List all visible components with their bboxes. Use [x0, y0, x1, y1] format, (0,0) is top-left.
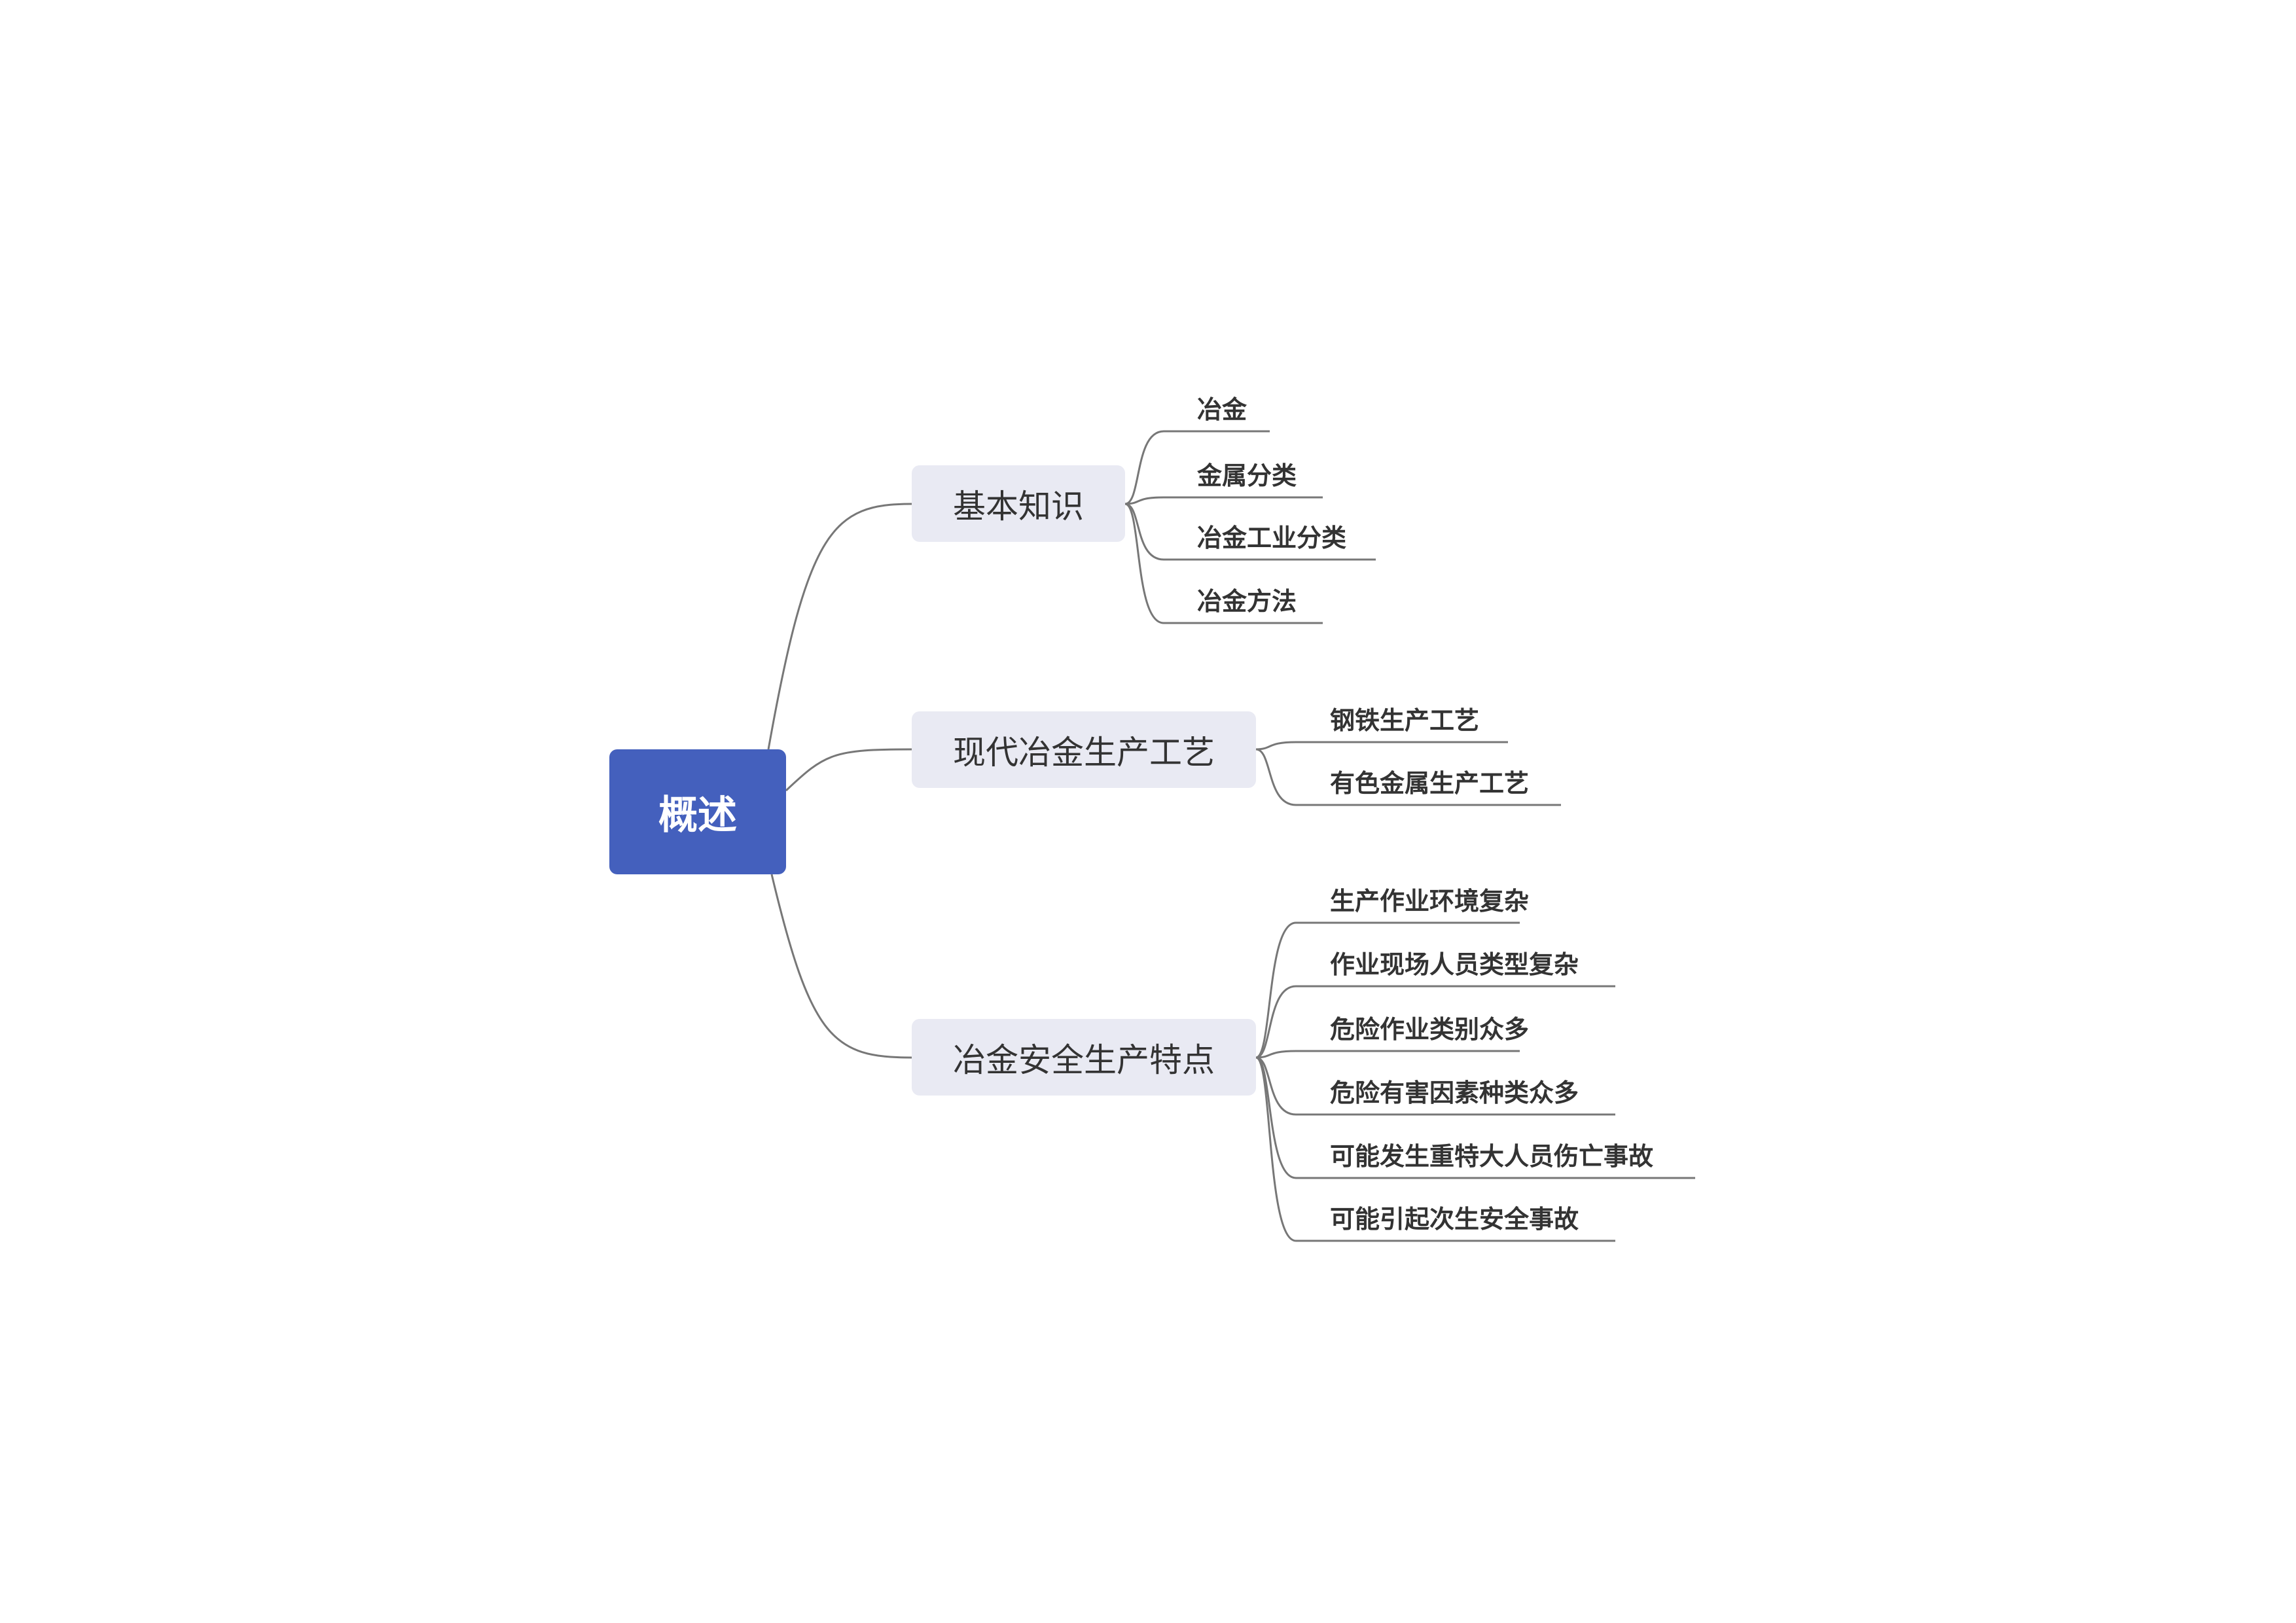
leaf-node[interactable]: 可能引起次生安全事故 — [1330, 1205, 1579, 1234]
leaf-node[interactable]: 冶金 — [1197, 395, 1247, 424]
leaf-connector-0-0 — [1124, 430, 1270, 505]
leaf-connector-0-3 — [1124, 503, 1323, 624]
leaf-connector-2-0 — [1255, 921, 1520, 1059]
leaf-connector-0-1 — [1124, 496, 1323, 505]
leaf-node[interactable]: 钢铁生产工艺 — [1330, 706, 1480, 735]
leaf-connector-2-5 — [1255, 1056, 1615, 1242]
root-connector-0 — [767, 503, 912, 750]
leaf-connector-0-2 — [1124, 503, 1376, 561]
branch-node-safety-features[interactable]: 冶金安全生产特点 — [912, 1019, 1256, 1096]
branch-node-basic-knowledge[interactable]: 基本知识 — [912, 465, 1125, 542]
leaf-node[interactable]: 冶金方法 — [1197, 587, 1297, 616]
leaf-node[interactable]: 有色金属生产工艺 — [1330, 769, 1530, 798]
root-connector-1 — [785, 748, 912, 792]
root-connector-2 — [770, 874, 912, 1059]
leaf-node[interactable]: 危险作业类别众多 — [1330, 1015, 1530, 1044]
leaf-node[interactable]: 生产作业环境复杂 — [1330, 887, 1530, 916]
root-node[interactable]: 概述 — [609, 749, 786, 874]
leaf-connector-1-1 — [1255, 748, 1561, 806]
leaf-node[interactable]: 可能发生重特大人员伤亡事故 — [1330, 1142, 1654, 1171]
leaf-node[interactable]: 金属分类 — [1197, 461, 1297, 490]
leaf-connector-1-0 — [1255, 741, 1508, 751]
branch-node-modern-process[interactable]: 现代冶金生产工艺 — [912, 711, 1256, 788]
leaf-node[interactable]: 危险有害因素种类众多 — [1330, 1079, 1579, 1107]
leaf-connector-2-3 — [1255, 1056, 1615, 1116]
leaf-connector-2-2 — [1255, 1050, 1520, 1059]
leaf-node[interactable]: 冶金工业分类 — [1197, 524, 1347, 552]
leaf-connector-2-1 — [1255, 985, 1615, 1059]
leaf-node[interactable]: 作业现场人员类型复杂 — [1330, 950, 1579, 979]
